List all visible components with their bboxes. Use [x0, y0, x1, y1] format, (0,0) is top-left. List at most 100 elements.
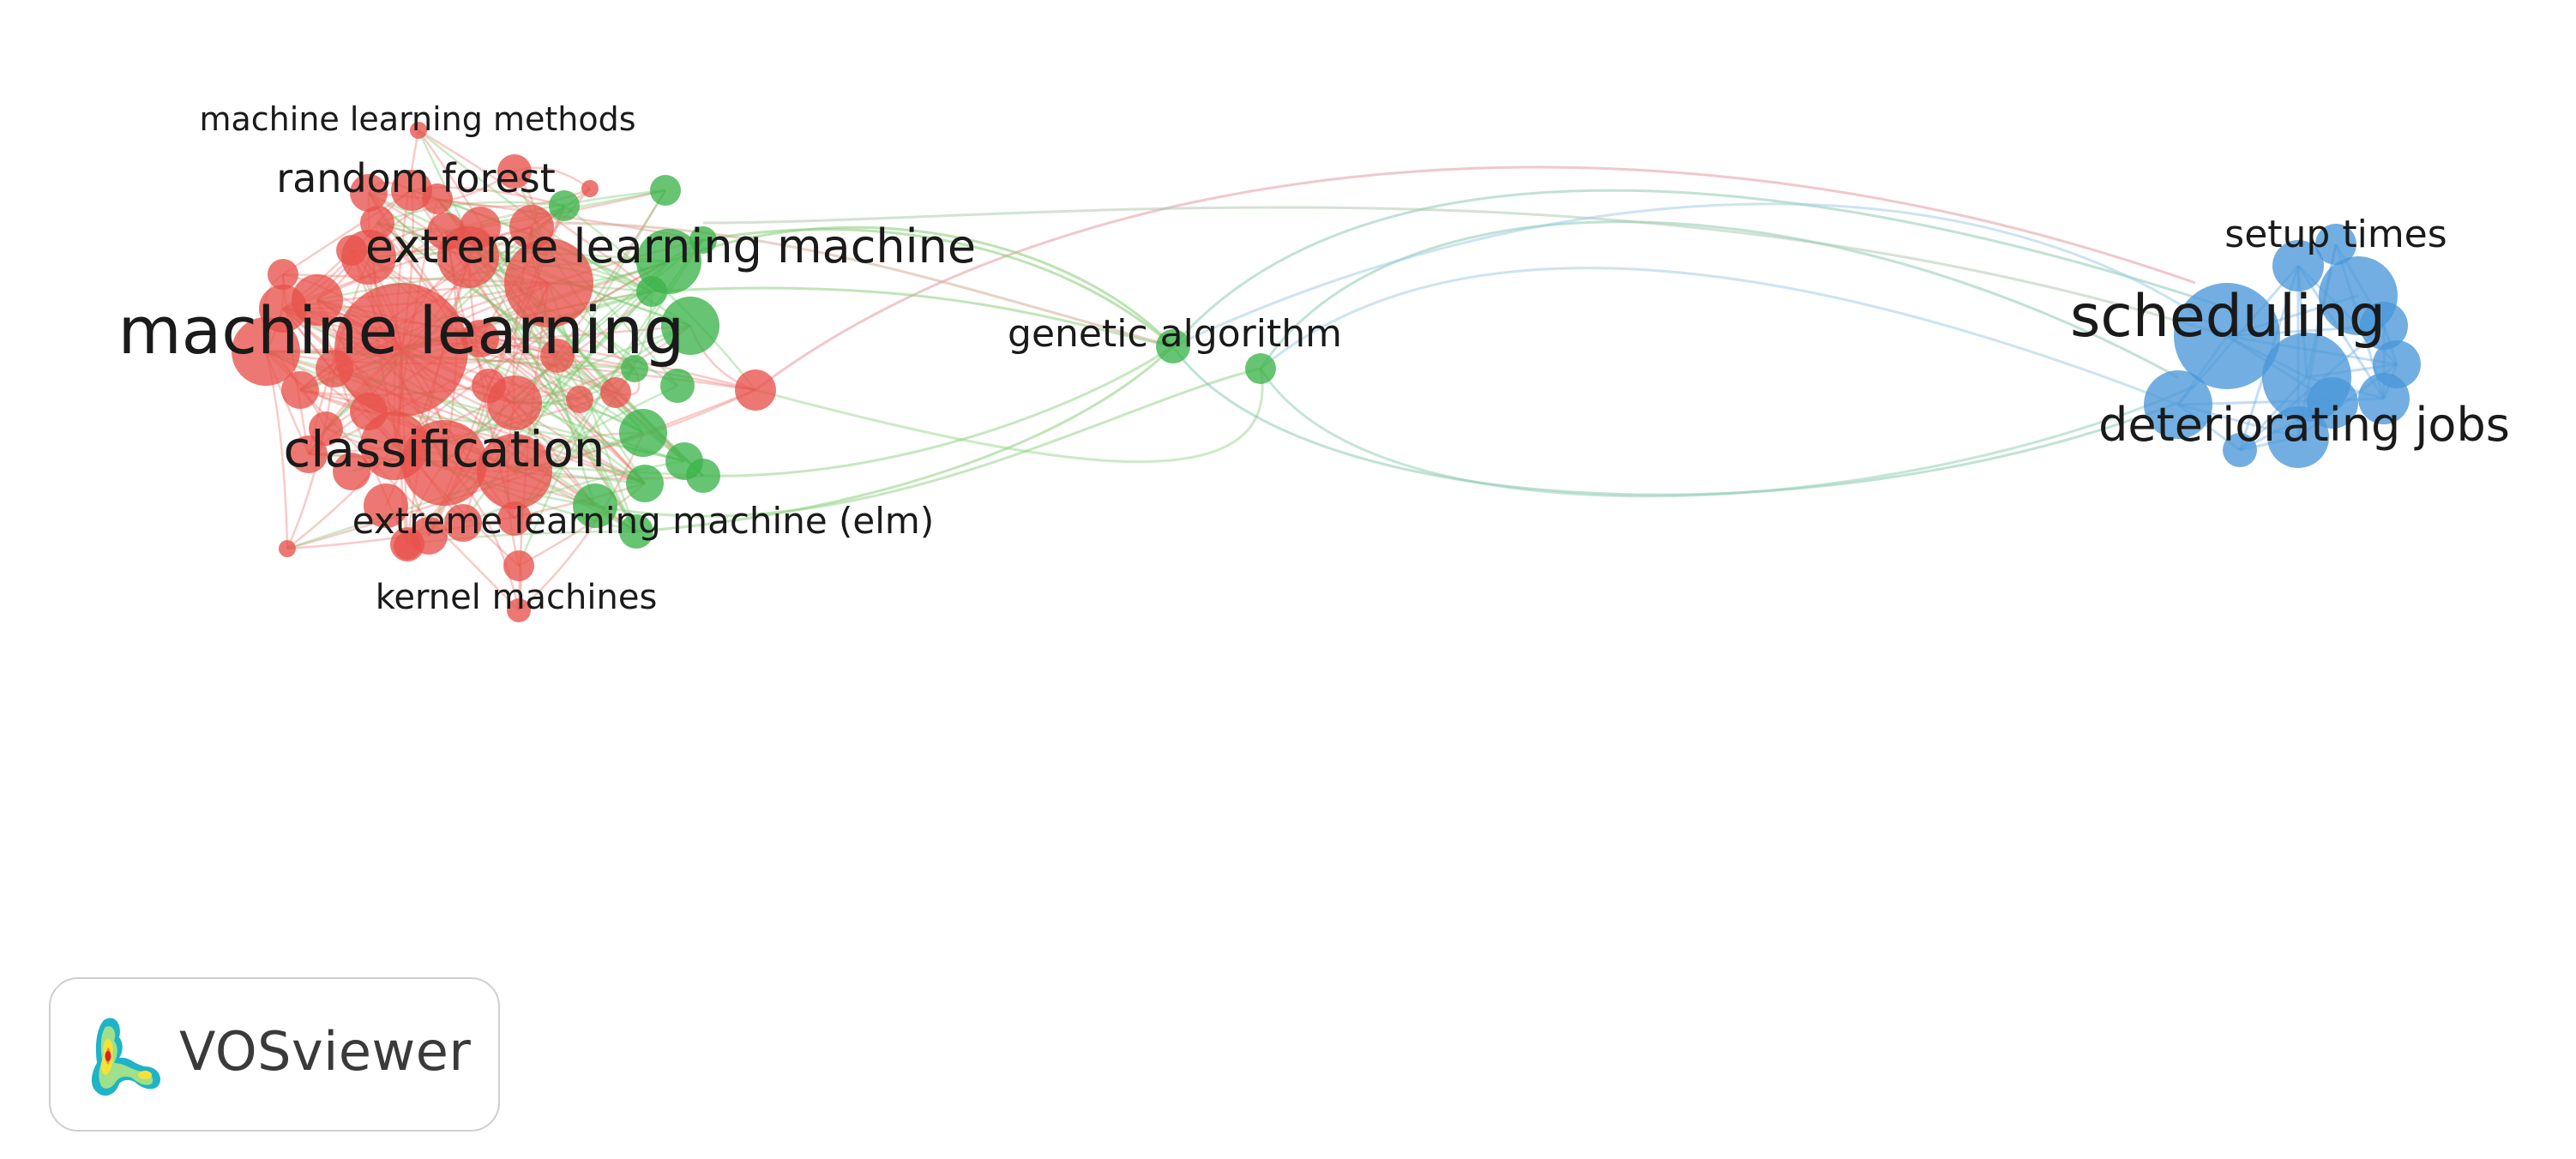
item-node[interactable]	[427, 213, 465, 250]
item-node[interactable]	[1156, 329, 1190, 363]
link-curve	[548, 221, 1174, 348]
item-node[interactable]	[497, 154, 532, 189]
label-classification[interactable]: classification	[283, 420, 605, 478]
item-node[interactable]	[2360, 302, 2408, 350]
item-node[interactable]	[472, 369, 506, 403]
item-node[interactable]	[360, 411, 429, 480]
item-node[interactable]	[477, 434, 552, 509]
item-node[interactable]	[600, 377, 631, 408]
item-node[interactable]	[334, 283, 468, 417]
item-node[interactable]	[686, 459, 720, 493]
link-line	[478, 226, 638, 532]
link-curve	[1259, 368, 2196, 498]
item-node[interactable]	[444, 504, 482, 542]
item-node[interactable]	[281, 371, 319, 409]
link-line	[367, 192, 596, 507]
label-extreme-learning-machine[interactable]: extreme learning machine	[365, 219, 976, 273]
item-node[interactable]	[259, 285, 307, 333]
item-node[interactable]	[2223, 433, 2257, 467]
item-node[interactable]	[2358, 373, 2410, 424]
label-machine-learning-methods[interactable]: machine learning methods	[199, 100, 635, 138]
label-machine-learning[interactable]: machine learning	[118, 292, 685, 369]
link-curve	[635, 345, 1175, 533]
item-node[interactable]	[650, 175, 681, 206]
link-line	[2296, 265, 2386, 399]
link-curve	[1171, 345, 2179, 496]
item-node[interactable]	[391, 170, 432, 211]
link-curve	[702, 345, 1174, 477]
item-node[interactable]	[2144, 370, 2212, 439]
item-node[interactable]	[364, 483, 408, 528]
item-node[interactable]	[2174, 283, 2280, 389]
item-node[interactable]	[566, 386, 593, 413]
item-node[interactable]	[636, 276, 667, 307]
link-curve	[1172, 202, 2228, 348]
item-node[interactable]	[2272, 240, 2324, 291]
item-node[interactable]	[268, 259, 298, 290]
item-node[interactable]	[581, 180, 599, 197]
link-curve	[594, 367, 1261, 518]
item-node[interactable]	[333, 453, 370, 490]
item-node[interactable]	[350, 174, 388, 212]
link-line	[462, 459, 685, 525]
link-curve	[755, 165, 2196, 392]
link-curve	[1260, 267, 2179, 406]
item-node[interactable]	[549, 190, 580, 221]
item-node[interactable]	[2267, 406, 2329, 468]
item-node[interactable]	[573, 483, 617, 528]
item-node[interactable]	[336, 235, 367, 266]
item-node[interactable]	[460, 207, 501, 248]
label-kernel-machines[interactable]: kernel machines	[376, 578, 658, 617]
item-node[interactable]	[504, 238, 593, 327]
item-node[interactable]	[689, 226, 717, 254]
link-line	[376, 201, 565, 225]
label-extreme-learning-machine-elm[interactable]: extreme learning machine (elm)	[352, 500, 934, 542]
link-line	[479, 226, 644, 434]
label-genetic-algorithm[interactable]: genetic algorithm	[1008, 312, 1342, 356]
item-node[interactable]	[290, 435, 328, 473]
item-node[interactable]	[316, 350, 353, 387]
item-node[interactable]	[350, 393, 388, 430]
link-curve	[755, 368, 1264, 463]
item-node[interactable]	[735, 369, 776, 411]
item-node[interactable]	[2315, 224, 2356, 265]
item-node[interactable]	[619, 409, 667, 457]
item-node[interactable]	[232, 317, 300, 386]
link-line	[376, 222, 581, 401]
item-node[interactable]	[394, 532, 421, 560]
item-node[interactable]	[461, 320, 499, 357]
label-random-forest[interactable]: random forest	[276, 155, 556, 201]
item-node[interactable]	[509, 205, 554, 249]
item-node[interactable]	[503, 550, 534, 581]
item-node[interactable]	[309, 411, 343, 446]
item-node[interactable]	[410, 122, 427, 139]
item-node[interactable]	[540, 339, 575, 373]
label-deteriorating-jobs[interactable]: deteriorating jobs	[2098, 398, 2510, 452]
item-node[interactable]	[660, 369, 695, 403]
item-node[interactable]	[619, 514, 653, 549]
item-node[interactable]	[661, 297, 719, 355]
item-node[interactable]	[626, 465, 664, 502]
item-node[interactable]	[497, 501, 532, 536]
link-line	[479, 337, 646, 484]
link-curve	[668, 225, 1175, 348]
item-node[interactable]	[2307, 377, 2358, 429]
link-line	[394, 260, 670, 447]
item-node[interactable]	[422, 183, 453, 214]
label-scheduling[interactable]: scheduling	[2070, 283, 2386, 351]
label-setup-times[interactable]: setup times	[2224, 213, 2447, 256]
vosviewer-logo-text: VOSviewer	[179, 1020, 472, 1083]
item-labels: machine learning methods random forest e…	[118, 100, 2510, 617]
link-curve	[702, 228, 1174, 348]
item-node[interactable]	[360, 206, 394, 240]
link-line	[479, 338, 646, 484]
vosviewer-logo: VOSviewer	[49, 977, 500, 1132]
item-node[interactable]	[507, 598, 531, 622]
link-curve	[702, 206, 2228, 338]
item-node[interactable]	[1245, 353, 1276, 384]
link-line	[368, 251, 670, 263]
item-node[interactable]	[279, 540, 296, 557]
item-node[interactable]	[621, 355, 648, 382]
link-line	[518, 432, 645, 611]
